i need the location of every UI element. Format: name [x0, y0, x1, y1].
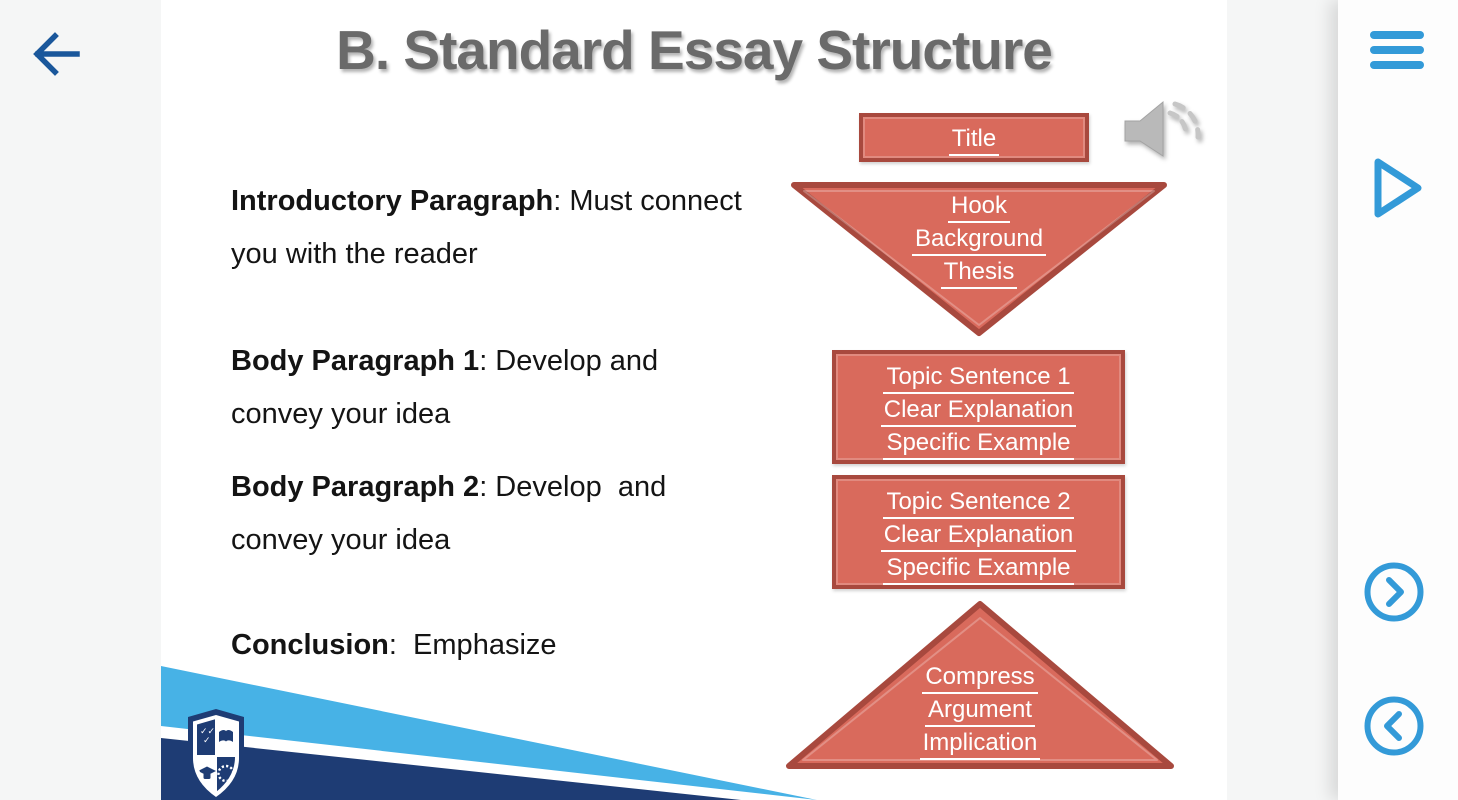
menu-button[interactable] — [1368, 29, 1426, 75]
diagram-line: Clear Explanation — [880, 396, 1077, 427]
play-button[interactable] — [1370, 155, 1426, 221]
diagram-line: Compress — [922, 663, 1038, 694]
diagram-line: Topic Sentence 1 — [883, 363, 1074, 394]
diagram-line: Specific Example — [883, 554, 1074, 585]
school-crest-logo: ✓✓ ✓ — [188, 709, 244, 800]
next-button[interactable] — [1363, 561, 1425, 623]
prev-chevron-icon — [1364, 696, 1424, 756]
speaker-icon — [1124, 100, 1201, 157]
prev-button[interactable] — [1363, 695, 1425, 757]
diagram-line: Thesis — [940, 258, 1018, 289]
diagram-line: Hook — [947, 192, 1011, 223]
body-box-1: Topic Sentence 1 Clear Explanation Speci… — [832, 350, 1125, 464]
audio-control[interactable] — [1123, 96, 1203, 162]
bullet-text: : Develop and convey your idea — [231, 345, 667, 430]
diagram-line: Specific Example — [883, 429, 1074, 460]
back-button[interactable] — [28, 30, 82, 78]
ribbon-decoration — [161, 666, 817, 800]
bullet-label: Conclusion — [231, 629, 389, 661]
diagram-line: Background — [911, 225, 1047, 256]
diagram-title-box: Title — [859, 113, 1089, 162]
diagram-line: Argument — [924, 696, 1036, 727]
bullet-label: Body Paragraph 2 — [231, 471, 480, 503]
bullet-label: Introductory Paragraph — [231, 185, 554, 217]
svg-text:✓✓: ✓✓ — [200, 727, 215, 737]
intro-triangle: Hook Background Thesis — [788, 180, 1170, 339]
bullet-text: : Must connect you with the reader — [231, 185, 750, 270]
diagram-line: Title — [948, 125, 1000, 156]
next-chevron-icon — [1364, 562, 1424, 622]
conclusion-triangle: Compress Argument Implication — [784, 599, 1176, 771]
diagram-line: Clear Explanation — [880, 521, 1077, 552]
upright-triangle-shape — [786, 601, 1174, 769]
inverted-triangle-shape — [791, 182, 1167, 336]
back-arrow-icon — [33, 32, 80, 76]
menu-icon — [1370, 31, 1424, 69]
svg-text:✓: ✓ — [203, 736, 211, 746]
sidebar — [1338, 0, 1458, 800]
body-box-2: Topic Sentence 2 Clear Explanation Speci… — [832, 475, 1125, 589]
slide-canvas: B. Standard Essay Structure Introductory… — [161, 0, 1227, 800]
conclusion-paragraph: Conclusion: Emphasize — [231, 619, 743, 672]
play-icon — [1374, 158, 1422, 218]
intro-paragraph: Introductory Paragraph: Must connect you… — [231, 175, 743, 281]
diagram-line: Implication — [919, 729, 1041, 760]
page-title: B. Standard Essay Structure — [336, 19, 1053, 81]
bullet-text: : Develop and convey your idea — [231, 471, 675, 556]
bullet-text: : Emphasize — [388, 629, 557, 661]
bullet-label: Body Paragraph 1 — [231, 345, 480, 377]
diagram-line: Topic Sentence 2 — [883, 488, 1074, 519]
body-paragraph-1: Body Paragraph 1: Develop and convey you… — [231, 335, 743, 441]
body-paragraph-2: Body Paragraph 2: Develop and convey you… — [231, 461, 743, 567]
